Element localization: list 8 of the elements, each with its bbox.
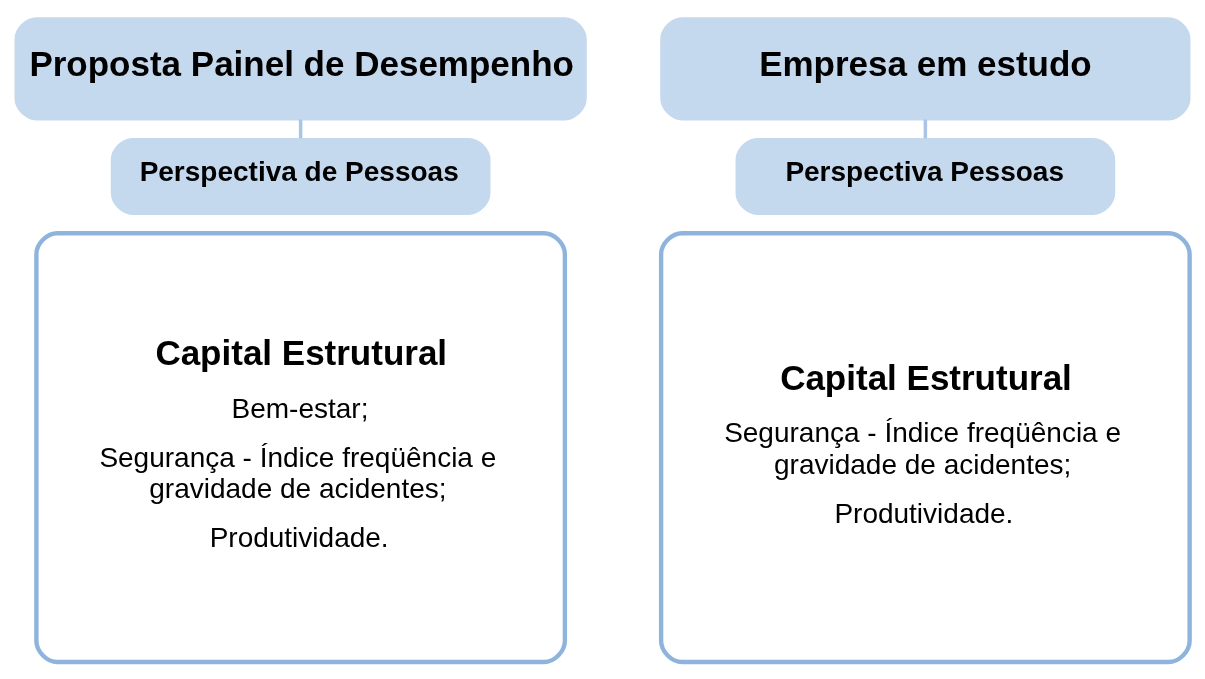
node-box: Capital Estrutural Bem-estar; Segurança - Índice freqüência e gravidade de acidentes; Produtividade. (34, 230, 568, 664)
connector (298, 119, 303, 138)
node-box: Proposta Painel de Desempenho (14, 16, 587, 120)
node-box: Perspectiva Pessoas (735, 137, 1116, 215)
connector (923, 119, 928, 138)
node-box: Perspectiva de Pessoas (110, 137, 491, 215)
node-box: Empresa em estudo (660, 16, 1191, 120)
node-box: Capital Estrutural Segurança - Índice freqüência e gravidade de acidentes; Produtividade. (658, 230, 1192, 664)
